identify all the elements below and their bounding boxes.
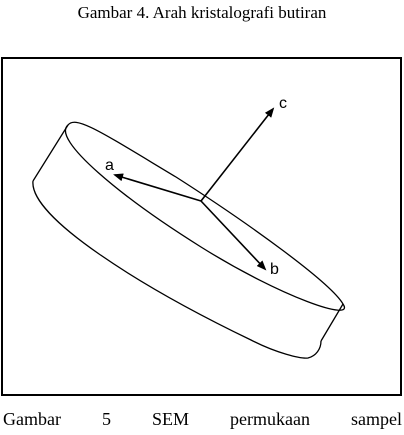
figure-5-caption: Gambar 5 SEM permukaan sampel: [3, 406, 402, 432]
disc-left-edge: [32, 124, 69, 182]
crystal-orientation-diagram: a b c: [32, 95, 346, 359]
figure-5-caption-word: sampel: [350, 409, 402, 429]
crystal-axes: [113, 107, 275, 271]
figure-5-caption-word: 5: [101, 409, 111, 429]
axis-a-arrow: [113, 173, 202, 202]
axis-c-label: c: [279, 95, 287, 112]
axis-b-label: b: [270, 261, 279, 278]
axis-a-label: a: [105, 157, 114, 174]
figure-5-caption-word: Gambar: [3, 409, 61, 429]
figure-5-caption-word: SEM: [151, 409, 189, 429]
axis-c-arrow: [200, 107, 275, 202]
figure-4-caption: Gambar 4. Arah kristalografi butiran: [77, 3, 327, 22]
disc-top-ellipse: [65, 121, 346, 311]
grain-disc: [32, 121, 346, 359]
disc-right-edge: [320, 303, 344, 342]
disc-bottom-outline: [32, 180, 322, 359]
axis-b-arrow: [200, 200, 267, 271]
figure-4-frame: a b c: [1, 57, 402, 396]
figure-5-caption-word: permukaan: [230, 409, 310, 429]
